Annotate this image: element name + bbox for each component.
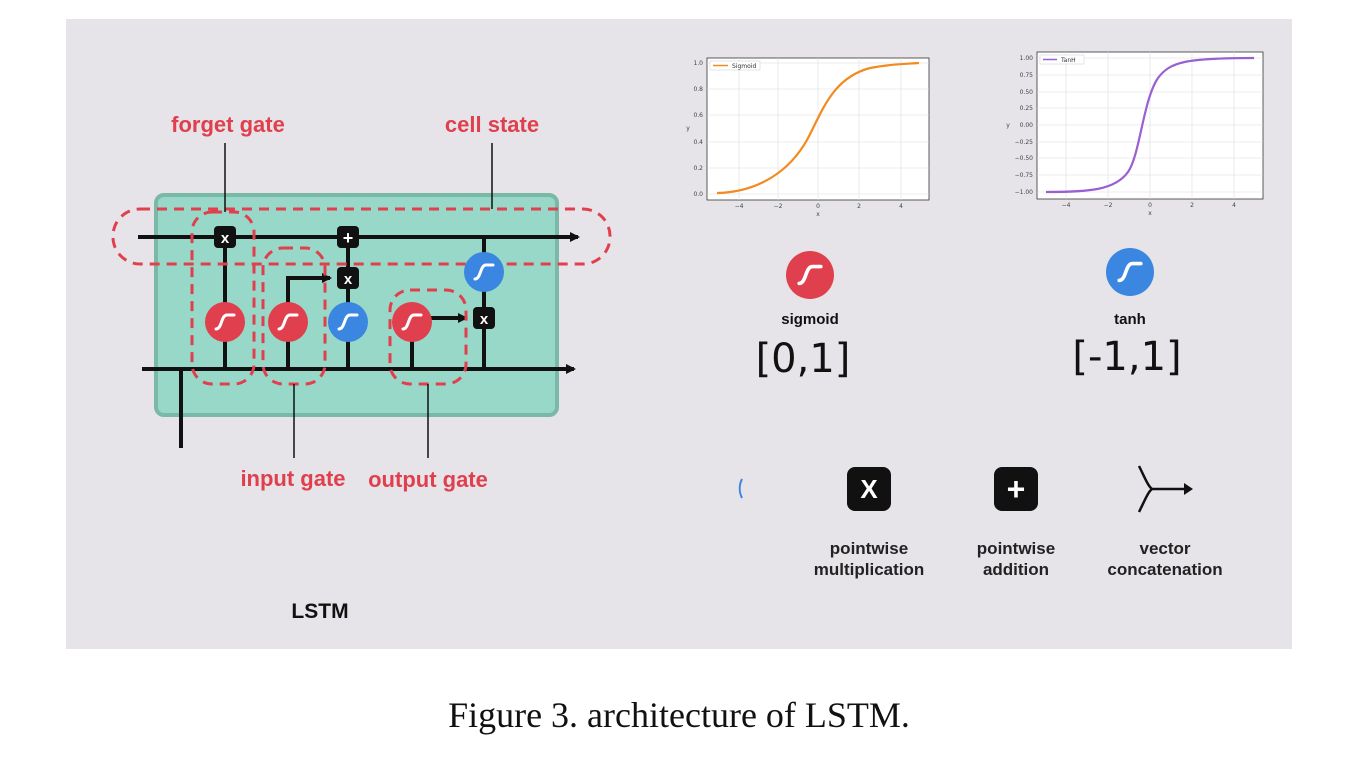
- forget-multiply-op: x: [214, 226, 236, 248]
- sigmoid-xtick: 2: [857, 203, 861, 210]
- sigmoid-x-axis-label: x: [816, 211, 820, 218]
- output-sigmoid-icon: [392, 302, 432, 342]
- sigmoid-ytick: 0.6: [693, 112, 703, 119]
- sigmoid-legend: Sigmoid: [709, 60, 761, 71]
- tanh-ytick: −1.00: [1015, 189, 1034, 196]
- output-gate-label: output gate: [368, 467, 488, 492]
- tanh-legend: TanH: [1039, 54, 1085, 65]
- output-multiply-op: x: [473, 307, 495, 329]
- concat-op-label-line2: concatenation: [1107, 560, 1223, 579]
- tanh-curve: [1045, 56, 1255, 194]
- lstm-label: LSTM: [291, 600, 348, 623]
- tanh-ytick: −0.50: [1015, 155, 1034, 162]
- input-multiply-op: x: [337, 267, 359, 289]
- tanh-xtick: 4: [1232, 202, 1236, 209]
- tanh-xtick: −2: [1104, 202, 1113, 209]
- sigmoid-curve: [716, 61, 920, 195]
- tanh-icon: [1106, 248, 1154, 296]
- forget-sigmoid-icon: [205, 302, 245, 342]
- tanh-x-axis-label: x: [1148, 210, 1152, 217]
- tanh-legend-text: TanH: [1060, 57, 1076, 64]
- add-op-label-line2: addition: [982, 560, 1050, 579]
- add-op-icon: +: [994, 467, 1038, 511]
- sigmoid-ytick: 0.2: [693, 165, 703, 172]
- cell-state-label: cell state: [445, 112, 539, 137]
- sigmoid-plot: Sigmoid −4 −2 0 2 4 0.0 0.2 0.4 0.6 0.8 …: [686, 57, 930, 218]
- tanh-ytick: 0.50: [1020, 89, 1034, 96]
- sigmoid-y-axis-label: y: [686, 125, 690, 132]
- sigmoid-xtick: −2: [774, 203, 783, 210]
- input-tanh-icon: [328, 302, 368, 342]
- partial-glyph: [738, 478, 743, 499]
- forget-gate-label: forget gate: [171, 112, 285, 137]
- sigmoid-ytick: 0.0: [693, 191, 703, 198]
- tanh-ytick: 0.25: [1020, 105, 1034, 112]
- concat-op-icon: [1137, 465, 1193, 513]
- multiply-op-icon: X: [847, 467, 891, 511]
- figure-caption: Figure 3. architecture of LSTM.: [448, 695, 910, 735]
- add-op-label-line1: pointwise: [976, 539, 1056, 558]
- cell-add-op: +: [337, 226, 359, 248]
- sigmoid-ytick: 0.8: [693, 86, 703, 93]
- tanh-ytick: 1.00: [1020, 55, 1034, 62]
- sigmoid-legend-text: Sigmoid: [732, 63, 756, 70]
- tanh-y-axis-label: y: [1006, 122, 1010, 129]
- tanh-ytick: 0.00: [1020, 122, 1034, 129]
- tanh-ytick: −0.75: [1015, 172, 1034, 179]
- sigmoid-xtick: 0: [816, 203, 820, 210]
- tanh-xtick: 0: [1148, 202, 1152, 209]
- sigmoid-xtick: 4: [899, 203, 903, 210]
- sigmoid-ytick: 1.0: [693, 60, 703, 67]
- tanh-range: [-1,1]: [1072, 334, 1181, 380]
- svg-text:x: x: [480, 311, 489, 328]
- tanh-ytick: 0.75: [1020, 72, 1034, 79]
- cell-tanh-icon: [464, 252, 504, 292]
- svg-text:x: x: [344, 271, 353, 288]
- tanh-plot: TanH −4 −2 0 2 4 1.00 0.75 0.50 0.25 0.0…: [1006, 51, 1264, 217]
- multiply-op-label: pointwise multiplication: [794, 538, 944, 580]
- multiply-op-label-line1: pointwise: [829, 539, 909, 558]
- svg-text:X: X: [860, 474, 878, 504]
- concat-op-label-line1: vector: [1139, 539, 1191, 558]
- sigmoid-xtick: −4: [735, 203, 744, 210]
- sigmoid-label: sigmoid: [781, 311, 839, 328]
- input-gate-label: input gate: [240, 466, 345, 491]
- forget-gate-outline: [190, 210, 256, 386]
- sigmoid-ytick: 0.4: [693, 139, 703, 146]
- sigmoid-range: [0,1]: [756, 336, 851, 382]
- svg-text:x: x: [221, 230, 230, 247]
- concat-op-label: vector concatenation: [1090, 538, 1240, 580]
- cell-state-outline: [111, 207, 612, 266]
- sigmoid-icon: [786, 251, 834, 299]
- svg-text:+: +: [343, 228, 354, 248]
- tanh-xtick: 2: [1190, 202, 1194, 209]
- tanh-ytick: −0.25: [1015, 139, 1034, 146]
- multiply-op-label-line2: multiplication: [813, 560, 925, 579]
- input-sigmoid-icon: [268, 302, 308, 342]
- add-op-label: pointwise addition: [956, 538, 1076, 580]
- svg-text:+: +: [1007, 471, 1026, 507]
- tanh-xtick: −4: [1062, 202, 1071, 209]
- tanh-label: tanh: [1114, 311, 1146, 328]
